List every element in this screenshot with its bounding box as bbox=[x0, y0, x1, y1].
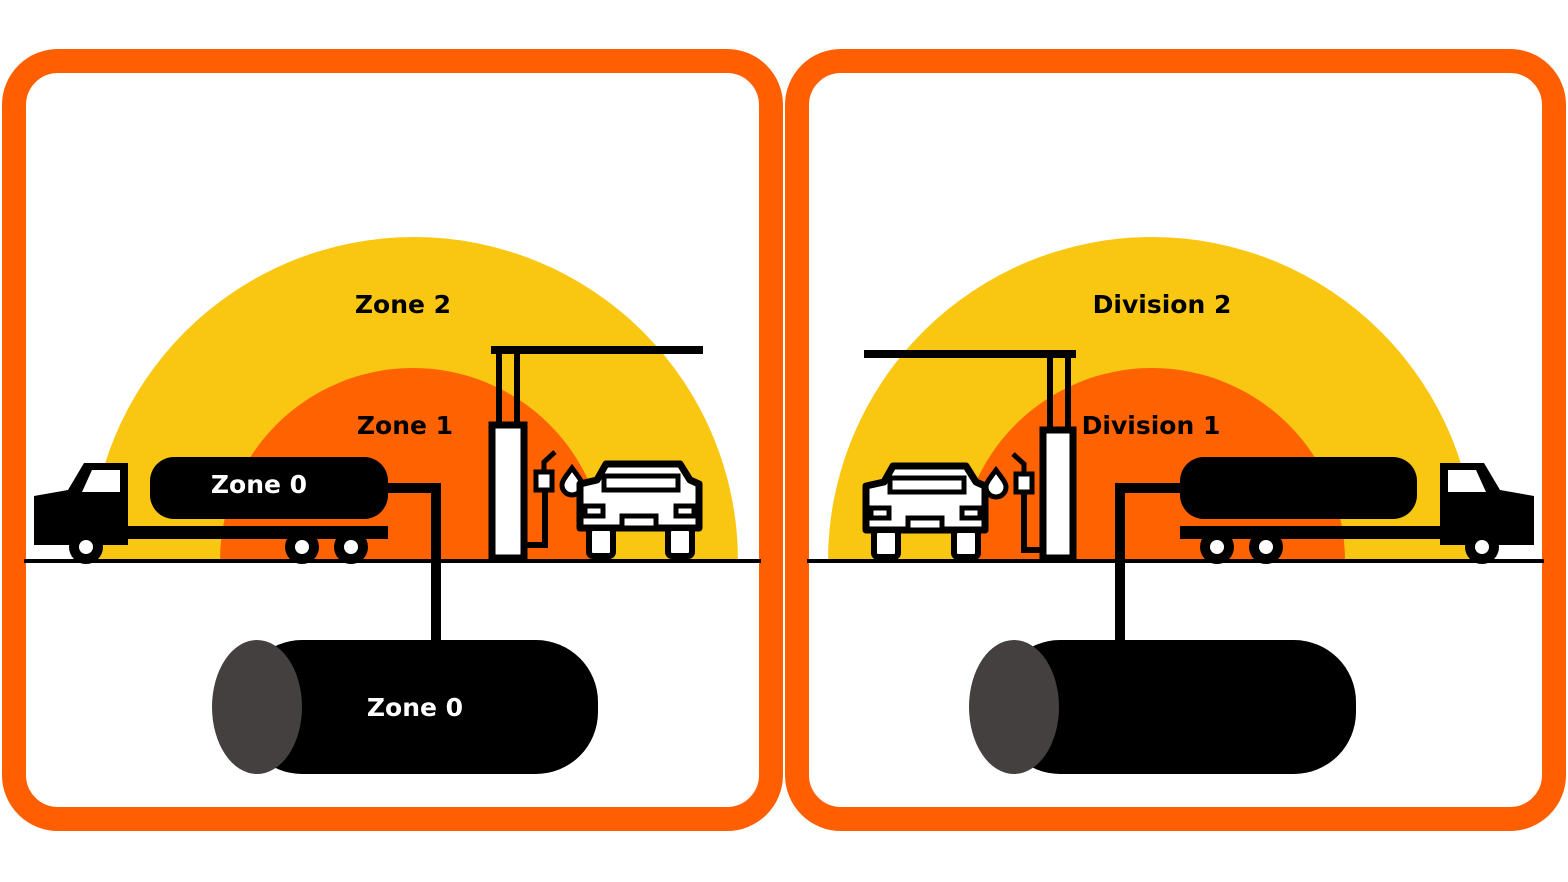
tanker-truck-icon bbox=[1115, 457, 1534, 640]
division-panel: Division 2 Division 1 bbox=[785, 49, 1566, 831]
car-icon bbox=[576, 460, 703, 559]
car-icon bbox=[862, 462, 989, 560]
zone-1-label: Zone 1 bbox=[357, 411, 453, 440]
fuel-nozzle-icon bbox=[533, 450, 557, 493]
underground-tank-zone-label: Zone 0 bbox=[367, 693, 463, 722]
fuel-nozzle-icon bbox=[1011, 452, 1035, 495]
truck-tank-zone-label: Zone 0 bbox=[211, 470, 307, 499]
fuel-pump-icon bbox=[864, 350, 1077, 562]
fuel-pump-icon bbox=[488, 346, 703, 562]
tanker-truck-icon bbox=[34, 457, 441, 640]
division-1-label: Division 1 bbox=[1082, 411, 1221, 440]
ground-line bbox=[24, 559, 761, 563]
zone-panel: Zone 2 Zone 1 Zone 0 Zone 0 bbox=[2, 49, 783, 831]
zone-2-label: Zone 2 bbox=[355, 290, 451, 319]
fuel-drop-icon bbox=[983, 465, 1009, 500]
ground-line bbox=[807, 559, 1544, 563]
underground-tank-icon bbox=[969, 640, 1356, 774]
underground-tank-icon bbox=[212, 640, 598, 774]
division-2-label: Division 2 bbox=[1093, 290, 1232, 319]
